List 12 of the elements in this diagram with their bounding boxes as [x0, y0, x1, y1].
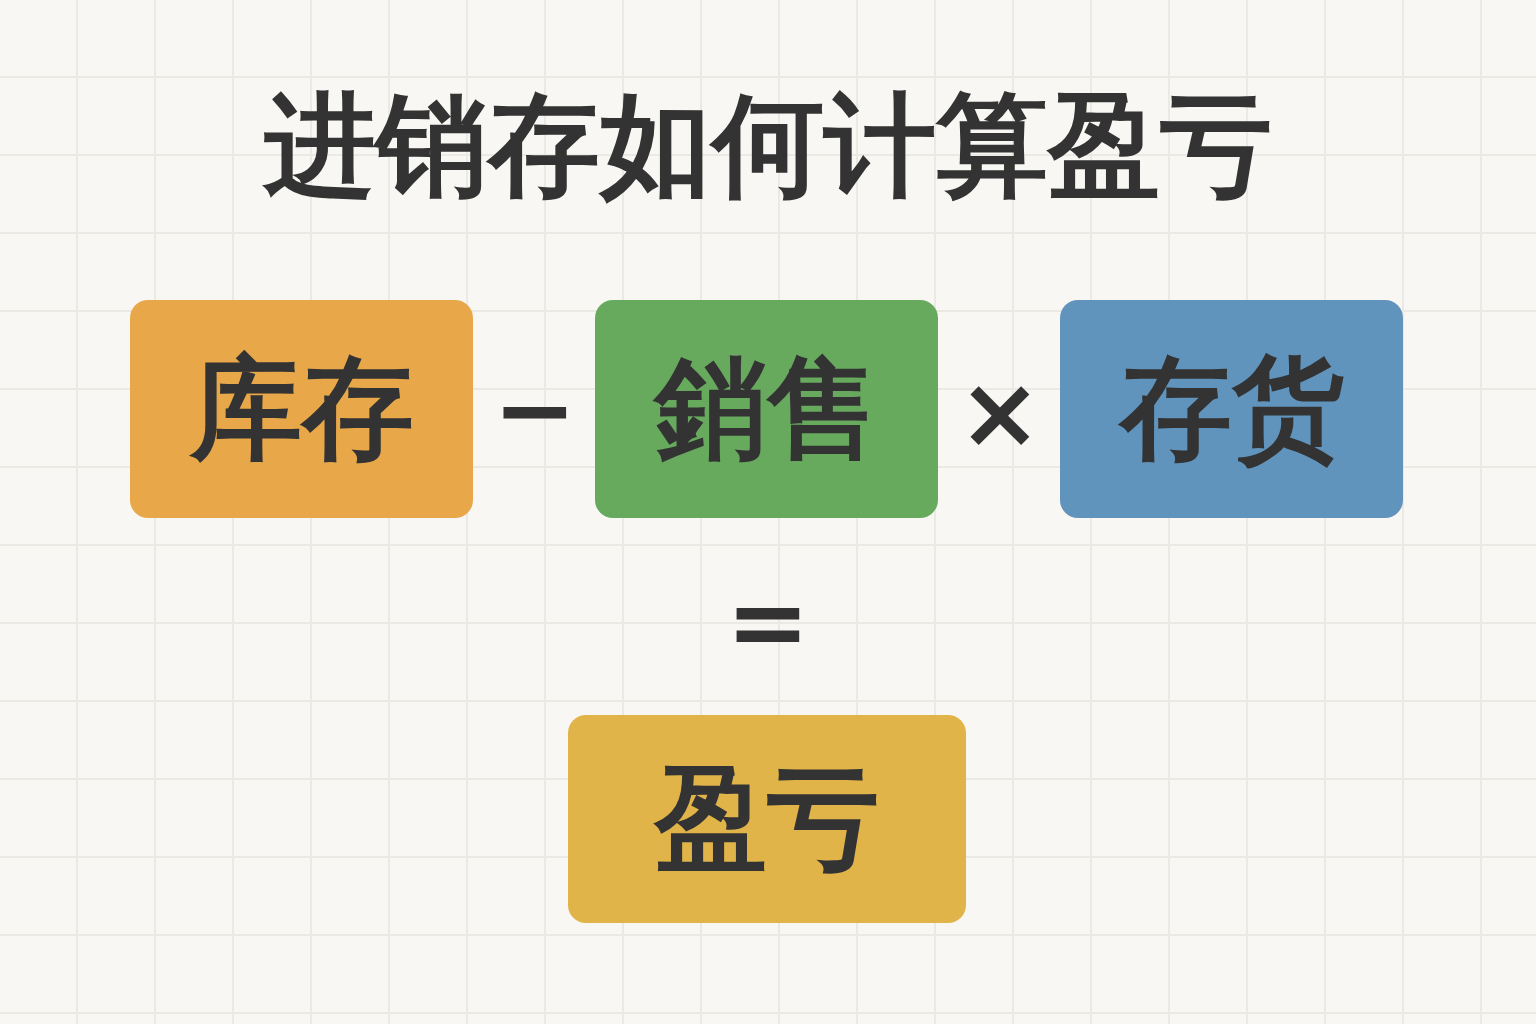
term-label: 銷售 — [654, 347, 879, 471]
operator-sign: − — [493, 360, 577, 460]
term-box — [130, 300, 473, 518]
term-label: 盈亏 — [655, 757, 879, 881]
term-box — [568, 715, 966, 923]
operator-sign: × — [958, 363, 1042, 463]
operator-sign: = — [726, 572, 810, 672]
term-label: 库存 — [189, 347, 414, 471]
term-box — [595, 300, 938, 518]
title: 进销存如何计算盈亏 — [261, 80, 1273, 210]
term-box — [1060, 300, 1403, 518]
term-label: 存货 — [1119, 347, 1344, 471]
